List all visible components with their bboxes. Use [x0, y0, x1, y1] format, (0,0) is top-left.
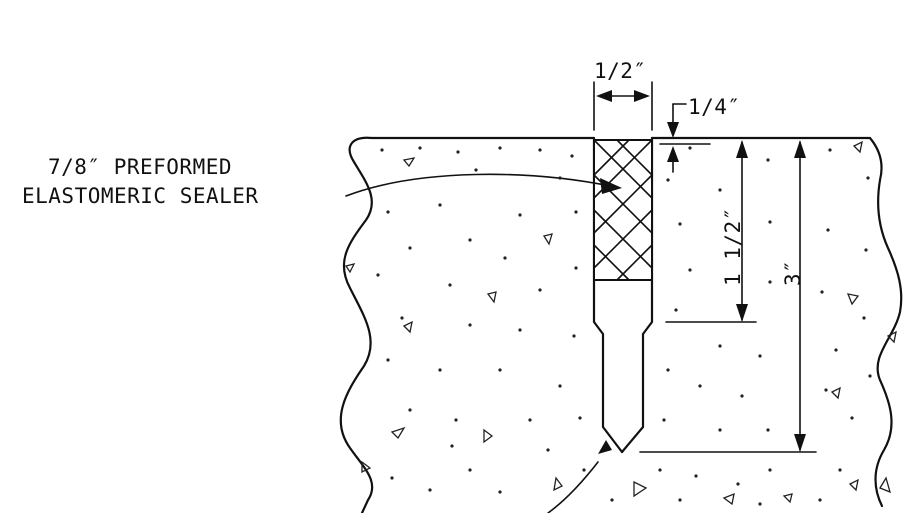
- left-slab-bottom-crack: [547, 461, 599, 513]
- step-height-dimension: [659, 103, 711, 173]
- step-height-label: 1/4″: [688, 95, 741, 119]
- sealer-label-line2: ELASTOMERIC SEALER: [22, 184, 259, 208]
- left-slab-outline: [339, 136, 596, 513]
- crack-arrowhead: [598, 440, 612, 454]
- sealer-leader-line: [345, 173, 611, 197]
- sealer-leader-arrowhead: [600, 178, 622, 194]
- sealer-label-line1: 7/8″ PREFORMED: [48, 155, 232, 179]
- right-slab-outline: [650, 136, 903, 508]
- sealer-depth-label: 1 1/2″: [721, 207, 745, 286]
- joint-width-dimension: [593, 81, 653, 131]
- elastomeric-sealer: [593, 139, 653, 281]
- sealer-depth-dimension: [665, 140, 757, 323]
- total-depth-dimension: [639, 140, 817, 453]
- left-slab-aggregate: [344, 146, 586, 494]
- joint-width-label: 1/2″: [594, 59, 647, 83]
- total-depth-label: 3″: [781, 260, 805, 286]
- right-slab-aggregate: [610, 140, 897, 506]
